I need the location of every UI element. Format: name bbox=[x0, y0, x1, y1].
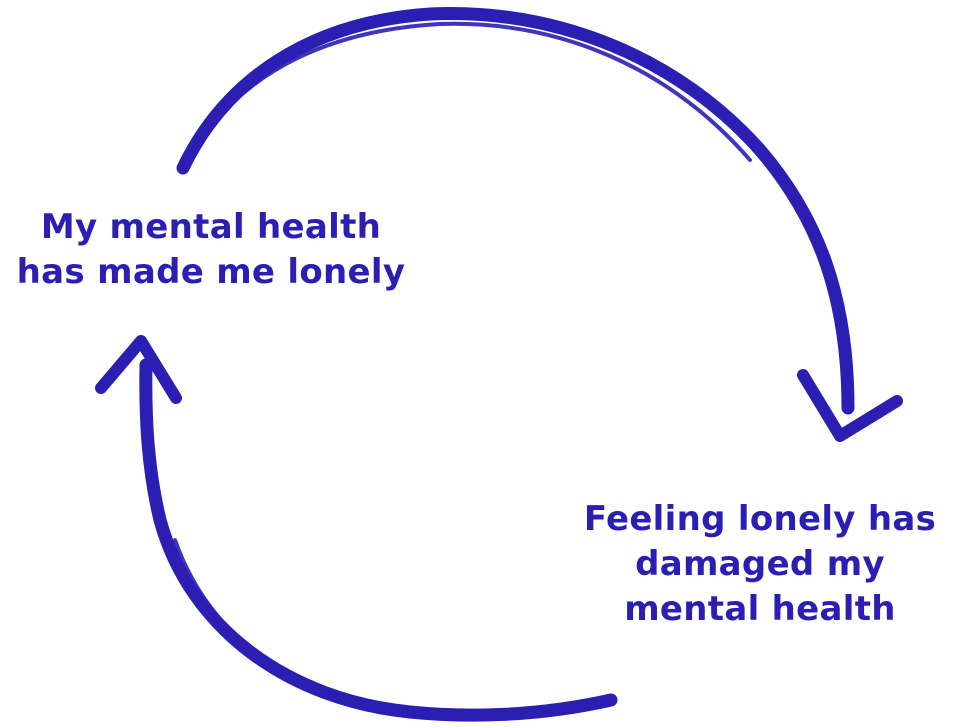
statement-line: Feeling lonely has bbox=[583, 499, 937, 539]
upper-arc bbox=[176, 7, 855, 415]
statement-line: mental health bbox=[624, 589, 896, 629]
statement-line: damaged my bbox=[635, 544, 885, 584]
lower-arc bbox=[139, 358, 618, 722]
arrowhead-up-icon bbox=[95, 335, 182, 404]
statement-loneliness-damaged-mental-health: Feeling lonely has damaged my mental hea… bbox=[560, 497, 960, 632]
statement-line: My mental health bbox=[40, 207, 382, 247]
statement-line: has made me lonely bbox=[16, 252, 406, 292]
statement-mental-health-caused-loneliness: My mental health has made me lonely bbox=[0, 205, 422, 295]
upper-arc-texture bbox=[198, 21, 752, 162]
lower-arc-texture bbox=[173, 538, 592, 720]
arrow-loneliness-to-mental-health bbox=[176, 7, 903, 442]
arrow-mental-health-to-loneliness bbox=[95, 335, 618, 722]
arrowhead-down-icon bbox=[797, 369, 903, 442]
